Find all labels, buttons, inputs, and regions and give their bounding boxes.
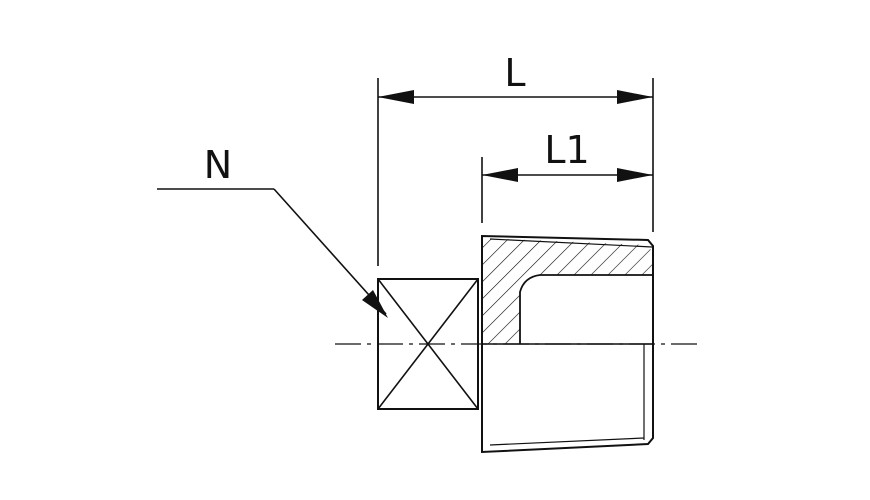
- arrowhead-right: [617, 168, 653, 182]
- arrowhead-right: [617, 90, 653, 104]
- threaded-body: [481, 234, 654, 454]
- arrowhead-left: [482, 168, 518, 182]
- dimension-overall-length: L: [378, 51, 653, 104]
- leader-hex-size: N: [157, 143, 388, 318]
- label-L1: L1: [544, 128, 589, 172]
- label-L: L: [504, 51, 525, 95]
- label-N: N: [204, 143, 232, 187]
- leader-arrowhead: [362, 290, 388, 318]
- hex-head: [377, 278, 479, 410]
- arrowhead-left: [378, 90, 414, 104]
- section-hatch: [482, 238, 652, 344]
- dimension-thread-length: L1: [482, 128, 653, 182]
